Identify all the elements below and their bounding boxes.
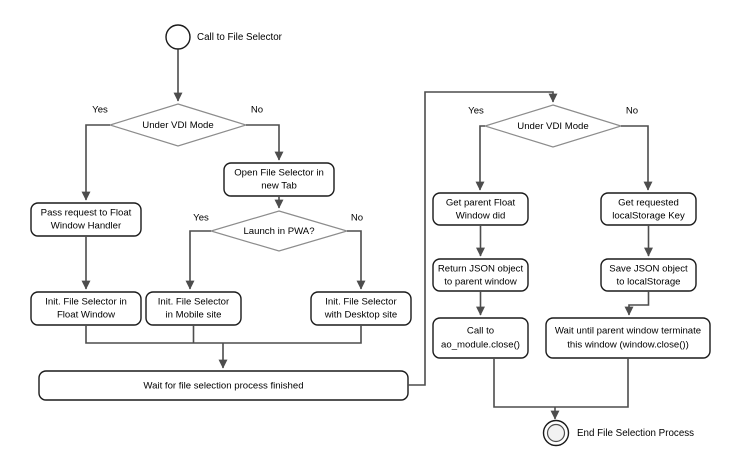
edge-pwa-yes bbox=[185, 230, 211, 290]
node-wait-terminate-line1: Wait until parent window terminate bbox=[555, 326, 701, 337]
edge-pwa-no bbox=[347, 230, 366, 290]
node-return-json-line2: to parent window bbox=[444, 277, 517, 288]
decision-vdi-mode-1 bbox=[107, 103, 249, 147]
node-call-ao-module-close bbox=[432, 317, 529, 359]
edge-label-pwa-no: No bbox=[351, 213, 363, 224]
node-wait-terminate bbox=[545, 317, 711, 359]
edge-label-vdi1-no: No bbox=[251, 105, 263, 116]
edge-savejson-to-waitterminate bbox=[624, 291, 650, 316]
node-call-ao-module-close-line1: Call to bbox=[467, 326, 494, 337]
node-init-desktop-site-line1: Init. File Selector bbox=[325, 297, 397, 308]
node-init-desktop-site-line2: with Desktop site bbox=[324, 310, 398, 321]
edge-waitterminate-merge bbox=[555, 358, 629, 408]
node-pass-request-line2: Window Handler bbox=[51, 221, 122, 232]
node-wait-terminate-line2: this window (window.close()) bbox=[567, 340, 689, 351]
edge-label-vdi1-yes: Yes bbox=[92, 105, 108, 116]
node-return-json-line1: Return JSON object bbox=[438, 264, 524, 275]
node-init-float-window-line2: Float Window bbox=[57, 310, 115, 321]
edge-vdi2-no bbox=[621, 125, 653, 191]
edge-vdi2-yes bbox=[475, 125, 485, 191]
decision-launch-pwa-label: Launch in PWA? bbox=[243, 226, 314, 237]
decision-vdi-mode-2 bbox=[482, 104, 624, 148]
end-node-label: End File Selection Process bbox=[577, 428, 694, 439]
node-open-file-selector-line1: Open File Selector in bbox=[234, 168, 324, 179]
edge-label-vdi2-yes: Yes bbox=[468, 106, 484, 117]
node-save-json-line2: to localStorage bbox=[617, 277, 681, 288]
node-init-float-window-line1: Init. File Selector in bbox=[45, 297, 127, 308]
start-node bbox=[165, 24, 191, 50]
edge-label-pwa-yes: Yes bbox=[193, 213, 209, 224]
edge-vdi1-yes bbox=[81, 124, 110, 201]
node-get-localstorage-key-line2: localStorage Key bbox=[612, 211, 685, 222]
node-get-parent-float-window-line1: Get parent Float bbox=[446, 198, 516, 209]
start-node-label: Call to File Selector bbox=[197, 32, 283, 43]
node-save-json-line1: Save JSON object bbox=[609, 264, 688, 275]
node-get-localstorage-key-line1: Get requested bbox=[618, 198, 679, 209]
edge-initfloat-merge bbox=[85, 325, 223, 344]
node-pass-request-line1: Pass request to Float bbox=[41, 208, 132, 219]
decision-launch-pwa bbox=[208, 210, 350, 252]
edge-vdi1-no bbox=[246, 124, 284, 161]
node-init-mobile-site-line2: in Mobile site bbox=[166, 310, 222, 321]
decision-vdi-mode-2-label: Under VDI Mode bbox=[517, 121, 588, 132]
edge-callclose-merge bbox=[493, 358, 555, 408]
end-node bbox=[542, 419, 570, 447]
node-get-parent-float-window-line2: Window did bbox=[456, 211, 506, 222]
node-wait-file-selection-label: Wait for file selection process finished bbox=[143, 381, 303, 392]
node-call-ao-module-close-line2: ao_module.close() bbox=[441, 340, 520, 351]
edge-initdesktop-merge bbox=[223, 325, 362, 344]
node-init-mobile-site-line1: Init. File Selector bbox=[158, 297, 230, 308]
edge-label-vdi2-no: No bbox=[626, 106, 638, 117]
node-open-file-selector-line2: new Tab bbox=[261, 181, 297, 192]
decision-vdi-mode-1-label: Under VDI Mode bbox=[142, 120, 213, 131]
edge-wait-to-vdi2 bbox=[408, 91, 558, 386]
